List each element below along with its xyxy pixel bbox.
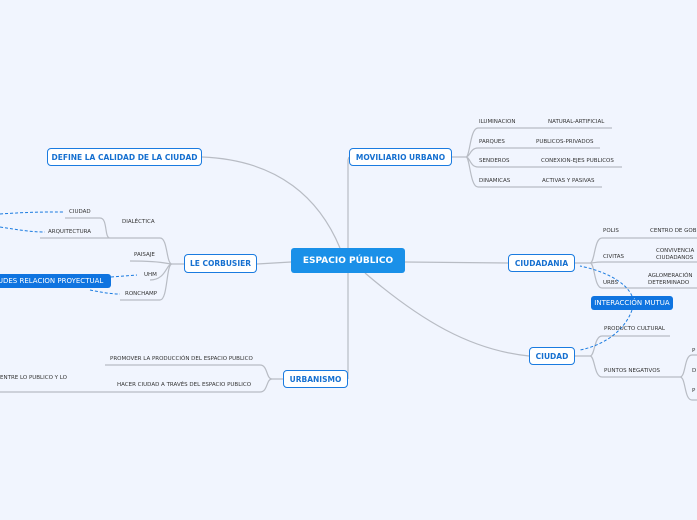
- leaf-civitas[interactable]: CIVITAS: [603, 254, 625, 260]
- leaf-ciudad-corbusier[interactable]: CIUDAD: [69, 209, 91, 215]
- leaf-hacer-ciudad[interactable]: HACER CIUDAD A TRAVÉS DEL ESPACIO PUBLIC…: [117, 382, 252, 388]
- leaf-urbs[interactable]: URBS: [603, 280, 619, 286]
- topic-ciudadania[interactable]: CIUDADANIA: [508, 254, 575, 272]
- leaf-entre-lo-publico[interactable]: ENTRE LO PUBLICO Y LO: [0, 375, 67, 381]
- leaf-dinamicas[interactable]: DINAMICAS: [479, 178, 511, 184]
- leaf-uhm[interactable]: UHM: [144, 272, 157, 278]
- topic-mobiliario-urbano[interactable]: MOVILIARIO URBANO: [349, 148, 452, 166]
- leaf-paisaje[interactable]: PAISAJE: [134, 252, 155, 258]
- topic-ciudad[interactable]: CIUDAD: [529, 347, 575, 365]
- central-topic[interactable]: ESPACIO PÚBLICO: [291, 248, 405, 273]
- leaf-publicos-privados[interactable]: PUBLICOS-PRIVADOS: [536, 139, 594, 145]
- leaf-dialectica[interactable]: DIALÉCTICA: [122, 219, 155, 225]
- leaf-parques[interactable]: PARQUES: [479, 139, 505, 145]
- topic-interaccion-mutua[interactable]: INTERACCIÓN MUTUA: [591, 296, 673, 310]
- leaf-civitas-desc1[interactable]: CONVIVENCIA: [656, 248, 695, 254]
- leaf-negativo-3[interactable]: P: [692, 388, 696, 394]
- leaf-polis-desc[interactable]: CENTRO DE GOB: [650, 228, 697, 234]
- leaf-ronchamp[interactable]: RONCHAMP: [125, 291, 158, 297]
- leaf-puntos-negativos[interactable]: PUNTOS NEGATIVOS: [604, 368, 661, 374]
- leaf-negativo-1[interactable]: P: [692, 348, 696, 354]
- leaf-promover[interactable]: PROMOVER LA PRODUCCIÓN DEL ESPACIO PUBLI…: [110, 356, 253, 362]
- leaf-urbs-desc2[interactable]: DETERMINADO: [648, 280, 690, 286]
- topic-le-corbusier[interactable]: LE CORBUSIER: [184, 254, 257, 273]
- leaf-negativo-2[interactable]: D: [692, 368, 697, 374]
- leaf-producto-cultural[interactable]: PRODUCTO CULTURAL: [604, 326, 665, 332]
- leaf-urbs-desc1[interactable]: AGLOMERACIÓN: [648, 273, 693, 279]
- leaf-arquitectura[interactable]: ARQUITECTURA: [48, 229, 91, 235]
- leaf-natural-artificial[interactable]: NATURAL-ARTIFICIAL: [548, 119, 605, 125]
- leaf-civitas-desc2[interactable]: CIUDADANOS: [656, 255, 694, 261]
- topic-urbanismo[interactable]: URBANISMO: [283, 370, 348, 388]
- leaf-polis[interactable]: POLIS: [603, 228, 619, 234]
- topic-actitudes[interactable]: ACTITUDES RELACION PROYECTUAL: [0, 274, 111, 288]
- leaf-conexion[interactable]: CONEXION-EJES PUBLICOS: [541, 158, 614, 164]
- leaf-iluminacion[interactable]: ILUMINACION: [479, 119, 516, 125]
- leaf-activas-pasivas[interactable]: ACTIVAS Y PASIVAS: [542, 178, 595, 184]
- topic-define-calidad[interactable]: DEFINE LA CALIDAD DE LA CIUDAD: [47, 148, 202, 166]
- leaf-senderos[interactable]: SENDEROS: [479, 158, 510, 164]
